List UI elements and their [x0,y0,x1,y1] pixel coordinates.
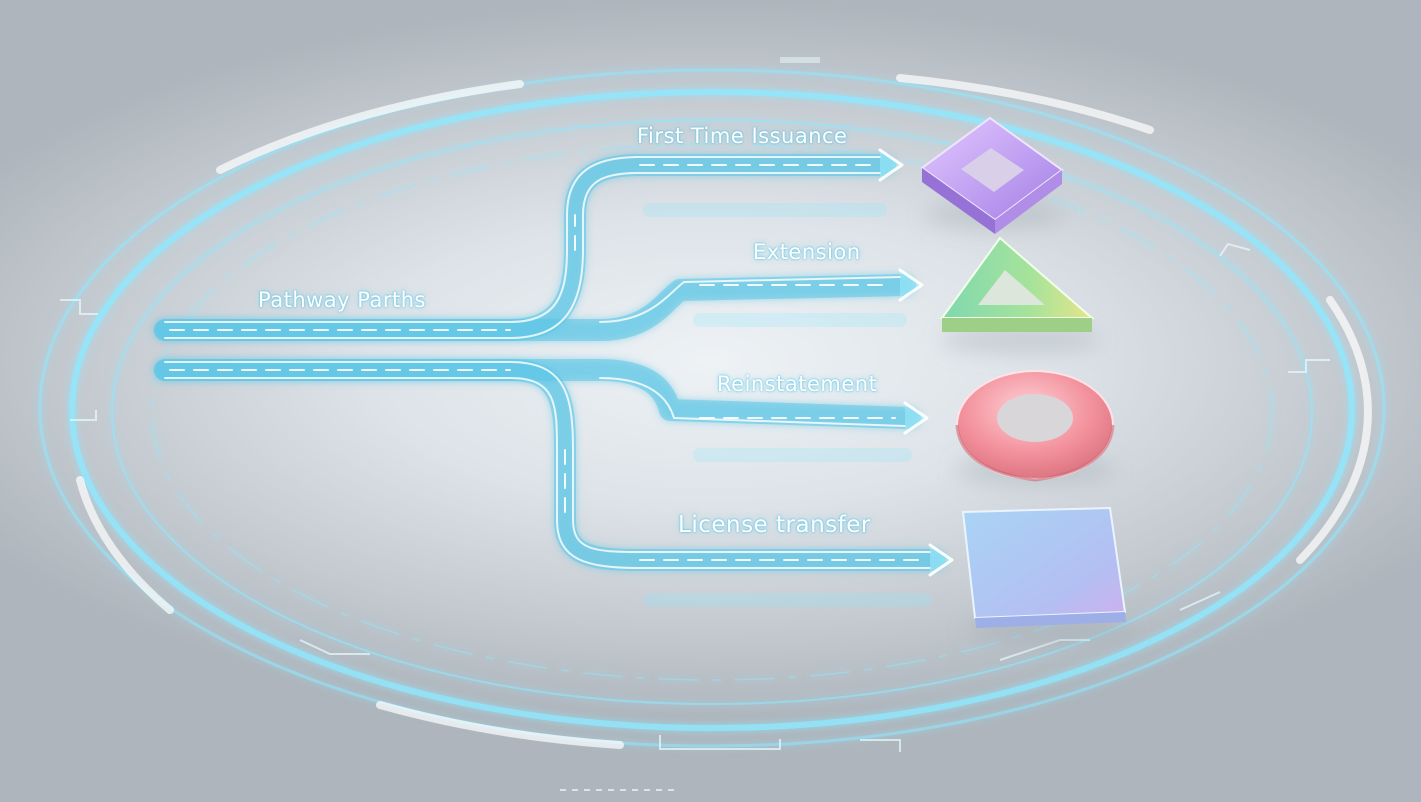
path-label-extension: Extension [753,240,861,264]
holo-rings [38,68,1386,748]
torus-shape [955,370,1115,482]
triangle-ring-shape [940,236,1095,332]
pathway-roads [154,148,954,607]
path-label-license-transfer: License transfer [678,512,871,538]
path-label-first-time-issuance: First Time Issuance [637,124,848,148]
square-ring-shape [920,116,1064,234]
pathway-source-label: Pathway Parths [258,288,426,312]
path-label-reinstatement: Reinstatement [717,372,878,396]
square-tile-shape [961,506,1127,628]
ring-segments [76,74,1372,749]
